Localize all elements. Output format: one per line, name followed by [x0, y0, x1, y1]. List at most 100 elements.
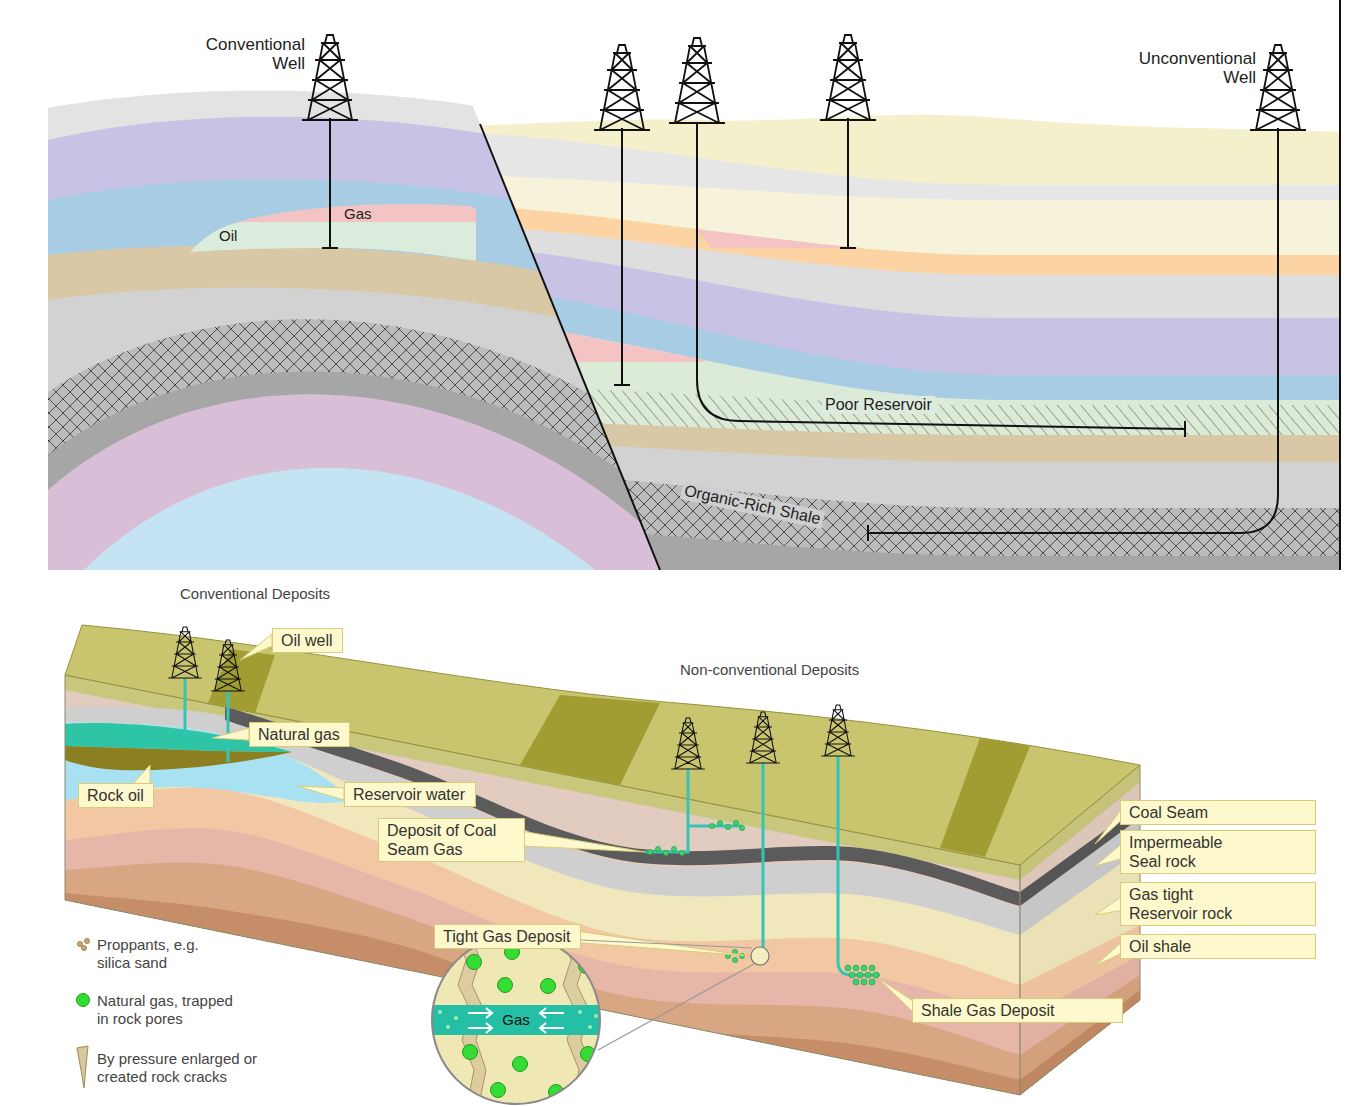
magnifier — [463, 1045, 478, 1060]
gas-dot — [671, 846, 676, 851]
ground-surface — [940, 738, 1030, 857]
callout-pointer — [212, 728, 249, 740]
derrick-symbol — [168, 627, 202, 678]
gas-dot — [733, 820, 738, 825]
front-strata — [65, 893, 1020, 1107]
callout-box: Gas tight Reservoir rock — [1120, 882, 1316, 926]
gas-dot — [869, 979, 875, 985]
right-strata — [430, 115, 1345, 575]
magnifier — [438, 1010, 442, 1014]
gas-dot — [845, 965, 851, 971]
derrick-symbol — [671, 718, 705, 769]
callout-text: Coal Seam — [1129, 803, 1307, 822]
gas-dot — [861, 965, 867, 971]
derrick-symbol — [302, 35, 1306, 130]
derrick-symbol — [821, 705, 855, 756]
gas-trap — [560, 331, 706, 362]
gas-trap — [695, 229, 862, 248]
callout-pointer — [130, 634, 1124, 1015]
magnifier — [468, 1008, 492, 1018]
front-strata — [65, 863, 1020, 1107]
well-bore — [840, 118, 856, 248]
magnifier — [432, 936, 600, 1104]
magnifier — [468, 1023, 492, 1033]
panel-heading: Non-conventional Deposits — [680, 662, 859, 679]
gas-dot — [869, 965, 875, 971]
magnifier — [598, 964, 754, 1050]
well-bore — [697, 122, 1185, 437]
magnifier — [454, 1016, 458, 1020]
ground-surface — [520, 695, 660, 785]
left-strata — [48, 468, 660, 630]
legend-text: By pressure enlarged or created rock cra… — [97, 1050, 269, 1086]
gas-dot — [849, 972, 855, 978]
right-strata — [430, 205, 1345, 575]
legend-sample — [77, 1046, 88, 1088]
side-strata — [1020, 975, 1140, 1095]
callout-box: Tight Gas Deposit — [434, 924, 581, 949]
legend-swatch — [76, 993, 90, 1007]
magnifier — [467, 955, 482, 970]
callout-box: Coal Seam — [1120, 800, 1316, 825]
well-bore — [184, 678, 187, 738]
right-strata — [430, 385, 1345, 575]
right-strata — [430, 285, 1345, 575]
fault-line — [480, 124, 660, 570]
gas-dot — [647, 849, 652, 854]
callout-box: Oil shale — [1120, 934, 1316, 959]
callout-box: Reservoir water — [344, 782, 476, 807]
right-strata — [430, 420, 1345, 575]
callout-text: Deposit of Coal Seam Gas — [387, 821, 515, 859]
right-strata — [430, 468, 1345, 575]
callout-text: Shale Gas Deposit — [921, 1001, 1114, 1020]
callout-pointer — [878, 978, 916, 1015]
magnifier — [428, 930, 769, 1107]
derrick-symbol — [168, 627, 855, 769]
magnifier — [560, 939, 752, 948]
layer-label: Poor Reservoir — [822, 396, 935, 414]
callout-text: Oil well — [281, 631, 334, 650]
callout-pointer — [570, 930, 750, 956]
gas-dot — [739, 825, 744, 830]
well-bore — [614, 128, 630, 385]
right-strata — [430, 225, 1345, 575]
well-bore — [762, 763, 765, 947]
gas-dot — [725, 824, 730, 829]
legend-sample — [81, 945, 86, 950]
gas-dot — [732, 957, 737, 962]
well-bore — [227, 691, 230, 762]
callout-text: Tight Gas Deposit — [443, 927, 572, 946]
callout-pointer — [240, 634, 272, 660]
gas-dot — [873, 972, 879, 978]
right-strata — [430, 175, 1345, 575]
well-bore — [322, 118, 338, 248]
derrick-symbol — [746, 712, 780, 763]
derrick-symbol — [594, 45, 650, 130]
gas-dot — [655, 846, 660, 851]
panel-heading: Conventional Deposits — [180, 586, 330, 603]
right-strata — [430, 320, 1345, 575]
magnifier — [428, 1005, 604, 1035]
magnifier — [468, 1008, 564, 1033]
derrick-symbol — [669, 38, 725, 123]
oil-trap — [190, 222, 476, 261]
callout-box: Rock oil — [78, 783, 154, 808]
right-strata — [430, 522, 1345, 575]
right-strata — [430, 385, 1345, 575]
magnifier — [578, 1010, 582, 1014]
right-strata — [430, 115, 1345, 575]
gas-dot — [853, 979, 859, 985]
callout-text: Rock oil — [87, 786, 145, 805]
gas-dot — [861, 979, 867, 985]
right-strata — [430, 245, 1345, 575]
well-bore — [322, 118, 1278, 541]
frame-edge — [1339, 0, 1341, 570]
fluid-label: Gas — [502, 1012, 530, 1029]
layer-label: Organic-Rich Shale — [679, 481, 824, 528]
magnifier — [751, 947, 769, 965]
magnifier — [498, 978, 513, 993]
callout-text: Reservoir water — [353, 785, 467, 804]
gas-dot — [853, 965, 859, 971]
ground-surface — [65, 625, 1140, 865]
rock-oil — [65, 746, 292, 770]
